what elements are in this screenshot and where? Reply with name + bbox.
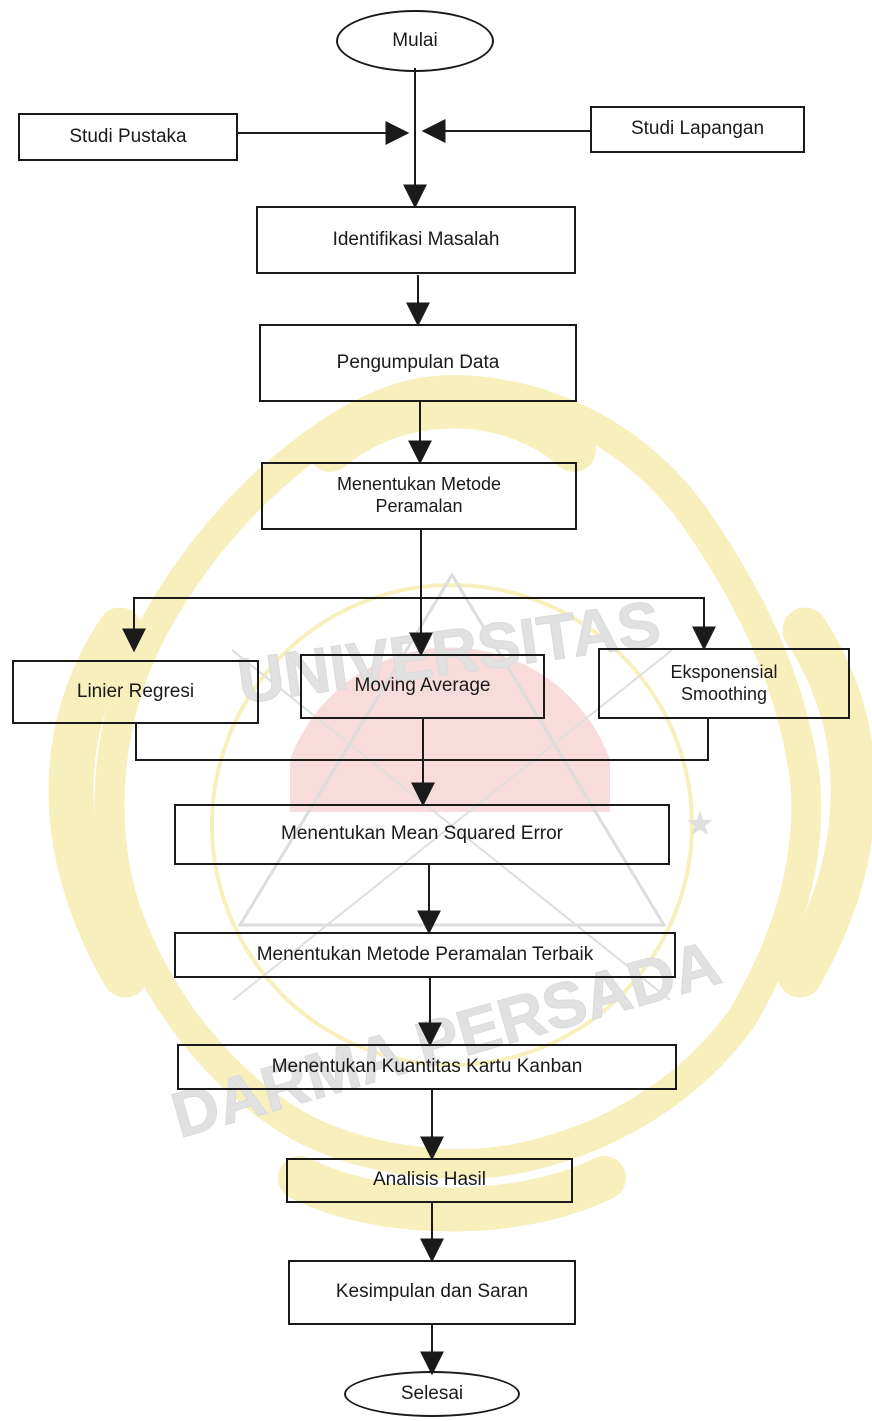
method-selection-box: Menentukan Metode Peramalan — [261, 462, 577, 530]
result-analysis-box: Analisis Hasil — [286, 1158, 573, 1203]
mean-squared-error-box: Menentukan Mean Squared Error — [174, 804, 670, 865]
kanban-quantity-box: Menentukan Kuantitas Kartu Kanban — [177, 1044, 677, 1090]
watermark-star: ★ — [685, 804, 715, 844]
moving-average-label: Moving Average — [354, 675, 491, 697]
kanban-quantity-label: Menentukan Kuantitas Kartu Kanban — [271, 1055, 583, 1077]
conclusion-label: Kesimpulan dan Saran — [335, 1281, 529, 1303]
seal-petal-right — [777, 607, 872, 998]
end-node: Selesai — [344, 1371, 520, 1417]
data-collection-label: Pengumpulan Data — [336, 351, 500, 373]
linear-regression-box: Linier Regresi — [12, 660, 259, 724]
seal-petal-top — [308, 384, 596, 472]
studi-lapangan-box: Studi Lapangan — [590, 106, 805, 153]
best-method-box: Menentukan Metode Peramalan Terbaik — [174, 932, 676, 978]
studi-pustaka-box: Studi Pustaka — [18, 113, 238, 161]
exponential-smoothing-label: Eksponensial Smoothing — [670, 661, 778, 704]
conclusion-box: Kesimpulan dan Saran — [288, 1260, 576, 1325]
end-label: Selesai — [400, 1382, 464, 1404]
best-method-label: Menentukan Metode Peramalan Terbaik — [256, 943, 594, 965]
result-analysis-label: Analisis Hasil — [373, 1169, 486, 1191]
studi-lapangan-label: Studi Lapangan — [630, 118, 765, 140]
seal-petal-left — [48, 607, 148, 998]
exponential-smoothing-box: Eksponensial Smoothing — [598, 648, 850, 719]
data-collection-box: Pengumpulan Data — [259, 324, 577, 402]
start-label: Mulai — [392, 29, 438, 51]
mean-squared-error-label: Menentukan Mean Squared Error — [281, 823, 563, 845]
seal-inner-ring — [210, 583, 694, 1067]
studi-pustaka-label: Studi Pustaka — [69, 125, 187, 147]
moving-average-box: Moving Average — [300, 654, 545, 719]
identify-problem-box: Identifikasi Masalah — [256, 206, 576, 274]
start-node: Mulai — [336, 10, 494, 72]
identify-problem-label: Identifikasi Masalah — [332, 228, 500, 250]
seal-petal-bottom — [278, 1156, 626, 1232]
linear-regression-label: Linier Regresi — [76, 680, 195, 702]
method-selection-label: Menentukan Metode Peramalan — [336, 474, 502, 516]
